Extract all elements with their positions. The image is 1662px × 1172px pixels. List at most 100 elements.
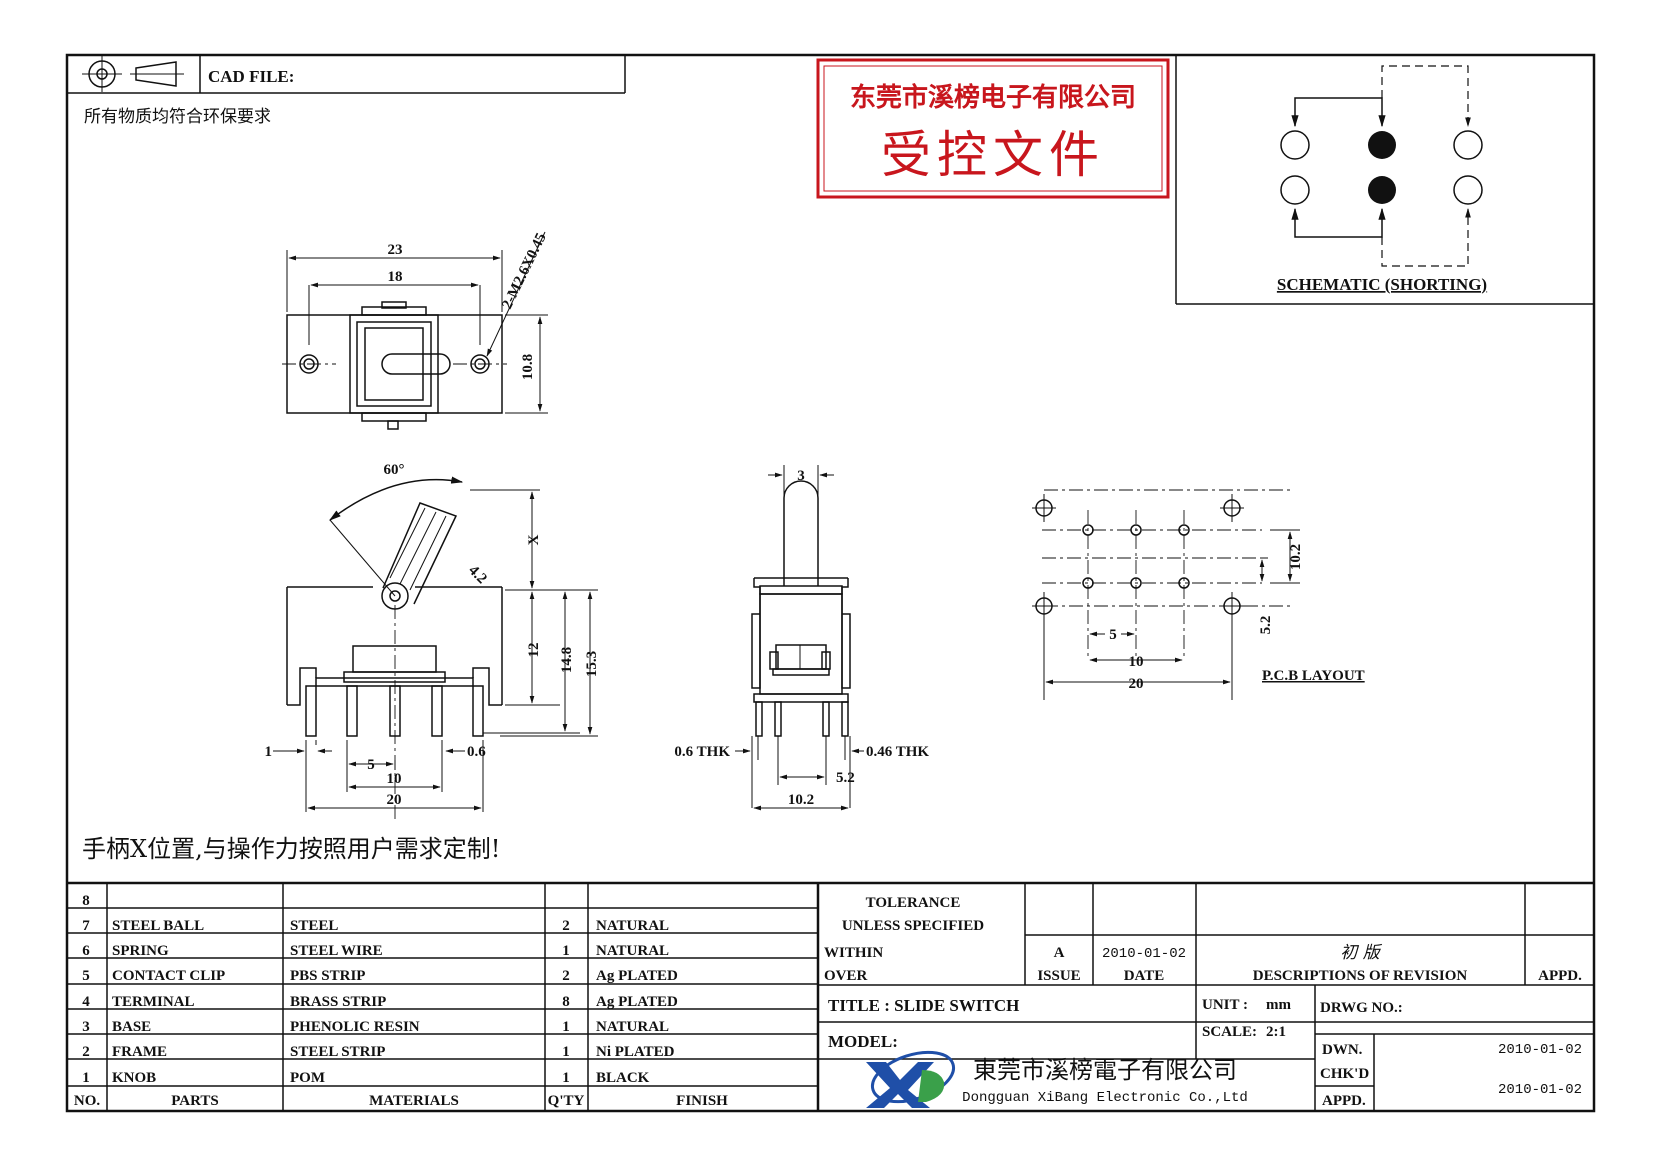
dim-14-8: 14.8 [559,647,575,673]
drawn-label: DWN. [1322,1042,1363,1058]
header-block: CAD FILE: 所有物质均符合环保要求 [67,55,626,127]
scale-label: SCALE: [1202,1024,1257,1040]
projection-symbol-icon [82,56,184,92]
bom-row-finish: NATURAL [596,918,669,934]
drawing-title: TITLE : SLIDE SWITCH [828,996,1019,1015]
pcb-dim-10: 10 [1129,654,1144,670]
company-name-en: Dongguan XiBang Electronic Co.,Ltd [962,1090,1248,1106]
dim-x: X [526,534,542,545]
bom-row-finish: Ni PLATED [596,1044,675,1060]
revision-appd-label: APPD. [1538,968,1582,984]
pcb-caption: P.C.B LAYOUT [1262,668,1365,684]
bom-row-material: STEEL STRIP [290,1044,385,1060]
drawn-date: 2010-01-02 [1498,1042,1582,1058]
revision-desc-label: DESCRIPTIONS OF REVISION [1253,968,1468,984]
checked-label: CHK'D [1320,1066,1369,1082]
unit-value: mm [1266,997,1291,1013]
bom-row-material: PBS STRIP [290,968,365,984]
dim-10-8: 10.8 [520,354,536,380]
bom-row-8-no: 8 [82,893,90,909]
company-name-cn: 東莞市溪榜電子有限公司 [973,1056,1237,1084]
dim-4-2: 4.2 [465,563,490,588]
pcb-dim-20: 20 [1129,676,1144,692]
drawing-number-label: DRWG NO.: [1320,1000,1403,1016]
bom-row-material: POM [290,1070,325,1086]
revision-description: 初 版 [1340,943,1382,963]
issue-label: ISSUE [1037,968,1080,984]
side-view: 3 0.6 THK 0.46 THK 5.2 10.2 [674,465,929,811]
bom-row-finish: BLACK [596,1070,650,1086]
pcb-dim-5-2: 5.2 [1258,616,1274,635]
bom-row-qty: 2 [562,918,570,934]
bom-header-finish: FINISH [676,1093,728,1109]
bom-row-no: 2 [82,1044,90,1060]
thk-right: 0.46 THK [866,744,929,760]
bom-row-part: BASE [112,1019,151,1035]
bom-row-no: 1 [82,1070,90,1086]
dim-hole-spec: 2-M2.6X0.45 [499,231,550,312]
revision-date: 2010-01-02 [1102,946,1186,962]
model-label: MODEL: [828,1032,898,1051]
bom-row-part: TERMINAL [112,994,195,1010]
bom-header-no: NO. [74,1093,101,1109]
approved-label: APPD. [1322,1093,1366,1109]
bom-row-material: PHENOLIC RESIN [290,1019,420,1035]
top-view: 23 18 2-M2.6X0.45 10.8 [282,231,550,430]
schematic-panel: SCHEMATIC (SHORTING) [1175,55,1594,305]
sheet-border [65,53,1596,1113]
dim-10: 10 [387,771,402,787]
revision-issue: A [1054,945,1065,961]
pcb-mount-hole-icon [1032,494,1244,700]
bom-row-qty: 1 [562,1044,570,1060]
dim-0-6: 0.6 [467,744,486,760]
handle-note: 手柄X位置,与操作力按照用户需求定制! [82,835,500,863]
dim-15-3: 15.3 [584,651,600,677]
dim-18: 18 [388,269,403,285]
bom-row-no: 7 [82,918,90,934]
bom-row-part: KNOB [112,1070,156,1086]
bom-row-no: 3 [82,1019,90,1035]
bom-row-material: BRASS STRIP [290,994,386,1010]
bom-row-finish: Ag PLATED [596,968,678,984]
pcb-pad-icon [1082,524,1190,589]
stamp-status: 受控文件 [881,126,1105,184]
dim-angle-60: 60° [384,462,405,478]
bom-table: 8 7 STEEL BALL STEEL 2 NATURAL 6 SPRING … [67,881,1594,1111]
tolerance-line-2: UNLESS SPECIFIED [842,918,984,934]
pcb-dim-5: 5 [1109,627,1117,643]
title-block: TOLERANCE UNLESS SPECIFIED WITHIN OVER A… [818,883,1594,1111]
bom-row-qty: 8 [562,994,570,1010]
bom-row-no: 6 [82,943,90,959]
bom-row-finish: NATURAL [596,1019,669,1035]
dim-10-2: 10.2 [788,792,814,808]
checked-date: 2010-01-02 [1498,1082,1582,1098]
bom-header-materials: MATERIALS [369,1093,459,1109]
dim-12: 12 [526,643,542,658]
dim-3: 3 [797,468,805,484]
dim-5-2: 5.2 [836,770,855,786]
bom-row-material: STEEL [290,918,338,934]
bom-header-qty: Q'TY [548,1093,585,1109]
bom-row-qty: 1 [562,1070,570,1086]
schematic-caption: SCHEMATIC (SHORTING) [1277,275,1487,294]
controlled-document-stamp: 东莞市溪榜电子有限公司 受控文件 [816,58,1170,199]
scale-value: 2:1 [1266,1024,1286,1040]
bom-row-finish: NATURAL [596,943,669,959]
bom-header-parts: PARTS [171,1093,219,1109]
environment-note: 所有物质均符合环保要求 [84,107,271,127]
tolerance-line-1: TOLERANCE [866,895,961,911]
dim-5: 5 [367,757,375,773]
dim-20: 20 [387,792,402,808]
bom-row-part: SPRING [112,943,169,959]
date-label: DATE [1124,968,1165,984]
stamp-company: 东莞市溪榜电子有限公司 [850,82,1136,113]
bom-row-material: STEEL WIRE [290,943,383,959]
cad-file-label: CAD FILE: [208,67,294,86]
company-logo-icon [866,1050,956,1108]
tolerance-within: WITHIN [824,945,883,961]
dim-1: 1 [265,744,273,760]
bom-row-no: 4 [82,994,90,1010]
bom-row-part: FRAME [112,1044,167,1060]
dim-23: 23 [388,242,403,258]
